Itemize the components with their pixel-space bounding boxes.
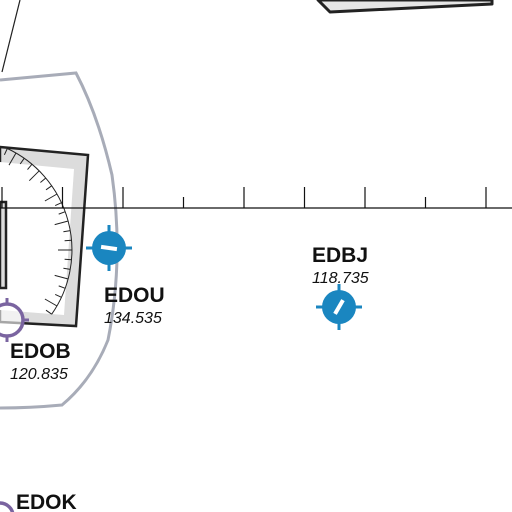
compass-tick	[44, 298, 58, 307]
airport-building-inner	[0, 162, 74, 315]
airfield-edok[interactable]: EDOK	[0, 491, 77, 512]
compass-tick	[19, 158, 25, 165]
radial-line	[1, 0, 21, 73]
compass-tick	[64, 258, 72, 261]
compass-tick	[54, 293, 62, 298]
airfield-code: EDOK	[16, 491, 77, 512]
compass-tick	[28, 170, 40, 182]
compass-tick	[8, 152, 17, 166]
airfield-frequency: 118.735	[312, 270, 369, 287]
airfield-code: EDBJ	[312, 244, 368, 267]
airfield-edbj[interactable]: EDBJ 118.735	[312, 244, 369, 330]
compass-tick	[3, 148, 8, 156]
scale-line	[0, 187, 512, 209]
compass-tick	[63, 267, 71, 270]
compass-tick	[54, 274, 69, 280]
scale-ticks	[1, 187, 487, 208]
compass-tick	[63, 230, 71, 233]
compass-tick	[27, 163, 33, 170]
civil-airfield-icon[interactable]	[316, 284, 362, 330]
compass-tick	[45, 309, 52, 315]
compass-tick	[40, 177, 47, 183]
airfield-frequency: 134.535	[104, 310, 162, 327]
airfield-ring-icon[interactable]	[0, 298, 29, 342]
airfield-edou[interactable]: EDOU 134.535	[86, 225, 165, 327]
top-building-outline	[316, 0, 494, 14]
airfield-code: EDOU	[104, 284, 165, 307]
airfield-frequency: 120.835	[10, 366, 68, 383]
compass-tick	[64, 239, 72, 242]
compass-tick	[44, 193, 58, 202]
compass-tick	[54, 202, 62, 207]
airfield-code: EDOB	[10, 340, 71, 363]
runway-block	[0, 200, 8, 290]
compass-tick	[54, 220, 69, 226]
compass-rose	[3, 148, 73, 315]
airfield-edob[interactable]: EDOB 120.835	[0, 298, 71, 383]
airspace-boundary	[0, 71, 119, 410]
civil-airfield-icon[interactable]	[86, 225, 132, 271]
compass-tick	[45, 185, 52, 191]
compass-arc	[7, 148, 73, 315]
compass-tick	[58, 285, 66, 289]
compass-tick	[58, 211, 66, 215]
